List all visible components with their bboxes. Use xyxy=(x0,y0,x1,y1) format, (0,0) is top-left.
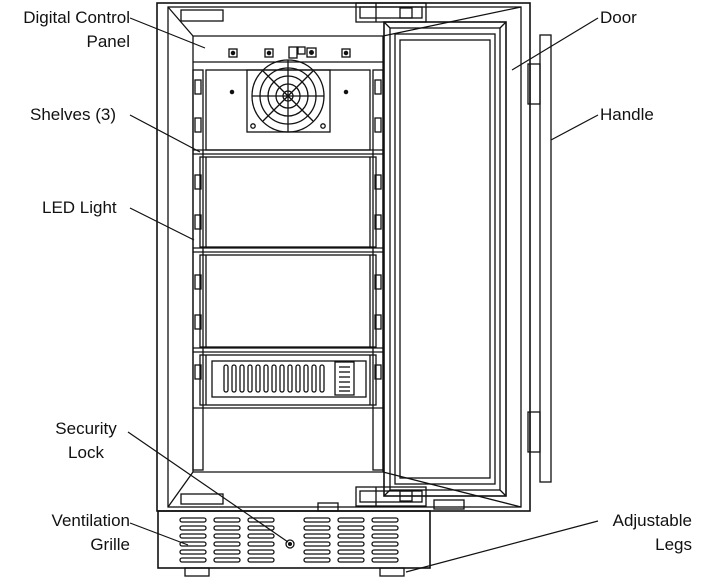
vent-slot xyxy=(271,364,277,393)
leader-security-lock xyxy=(127,431,289,543)
vent-slot xyxy=(239,364,245,393)
grille-slot xyxy=(337,525,365,531)
grille-slot xyxy=(179,541,207,547)
grille-slot xyxy=(213,541,241,547)
shelf-1 xyxy=(193,149,383,248)
label-security-lock-line2: Lock xyxy=(68,443,104,462)
label-ventilation-grille: Ventilation Grille xyxy=(0,509,130,557)
label-adjustable-legs-line1: Adjustable xyxy=(612,511,692,530)
grille-slot xyxy=(337,517,365,523)
vent-slot xyxy=(295,364,301,393)
vent-slot xyxy=(223,364,229,393)
grille-slot xyxy=(247,517,275,523)
grille-slot xyxy=(337,541,365,547)
door xyxy=(383,21,507,497)
grille-slot xyxy=(371,557,399,563)
grille-slot xyxy=(213,533,241,539)
vent-slot xyxy=(303,364,309,393)
grille-slot xyxy=(247,533,275,539)
vent-slot xyxy=(255,364,261,393)
vent-slot xyxy=(287,364,293,393)
grille-slot xyxy=(179,533,207,539)
ventilation-grille xyxy=(157,510,431,569)
vent-slot xyxy=(231,364,237,393)
shelf-3 xyxy=(193,347,383,409)
grille-slot xyxy=(371,541,399,547)
label-digital-control-panel: Digital Control Panel xyxy=(0,6,130,54)
grille-slot xyxy=(247,557,275,563)
label-adjustable-legs-line2: Legs xyxy=(655,535,692,554)
grille-slot xyxy=(303,557,331,563)
grille-slot xyxy=(337,533,365,539)
vent-slot xyxy=(263,364,269,393)
grille-slot xyxy=(303,517,331,523)
leader-lines xyxy=(127,17,599,573)
cabinet-body xyxy=(156,2,531,512)
label-security-lock: Security Lock xyxy=(42,417,130,465)
label-ventilation-grille-line2: Grille xyxy=(90,535,130,554)
grille-slot xyxy=(303,549,331,555)
leader-led-light xyxy=(129,207,195,241)
leader-handle xyxy=(550,114,599,141)
grille-slot xyxy=(179,517,207,523)
grille-slot xyxy=(213,517,241,523)
vent-slot xyxy=(247,364,253,393)
label-door: Door xyxy=(600,8,637,27)
leader-ventilation-grille xyxy=(129,522,189,546)
grille-slot xyxy=(247,525,275,531)
shelf-2 xyxy=(193,247,383,348)
grille-slot xyxy=(213,525,241,531)
label-shelves: Shelves (3) xyxy=(30,105,116,124)
vent-slot xyxy=(279,364,285,393)
grille-slot xyxy=(371,533,399,539)
top-hinge xyxy=(355,2,427,23)
leader-digital-control-panel xyxy=(129,17,206,49)
grille-slot xyxy=(337,557,365,563)
grille-slot xyxy=(371,525,399,531)
grille-slot xyxy=(179,557,207,563)
label-digital-control-panel-line1: Digital Control xyxy=(23,8,130,27)
label-ventilation-grille-line1: Ventilation xyxy=(51,511,130,530)
grille-slot xyxy=(303,533,331,539)
vent-slot xyxy=(311,364,317,393)
bottom-vent-panel xyxy=(211,360,367,398)
grille-slot xyxy=(337,549,365,555)
leader-door xyxy=(511,17,599,71)
grille-slot xyxy=(303,525,331,531)
grille-slot xyxy=(247,541,275,547)
grille-slot xyxy=(371,517,399,523)
grille-slot xyxy=(179,549,207,555)
label-handle: Handle xyxy=(600,105,654,124)
grille-slot xyxy=(303,541,331,547)
handle xyxy=(527,34,552,483)
label-led-light: LED Light xyxy=(42,198,117,217)
leader-shelves xyxy=(129,114,201,153)
adjustable-legs xyxy=(184,567,405,577)
fan-unit xyxy=(205,59,371,151)
side-rails xyxy=(192,69,384,471)
label-digital-control-panel-line2: Panel xyxy=(86,32,130,51)
grille-slot xyxy=(179,525,207,531)
grille-slot xyxy=(371,549,399,555)
grille-slot xyxy=(247,549,275,555)
label-adjustable-legs: Adjustable Legs xyxy=(560,509,692,557)
grille-slot xyxy=(213,557,241,563)
vent-slot xyxy=(319,364,325,393)
label-security-lock-line1: Security xyxy=(55,419,117,438)
grille-slot xyxy=(213,549,241,555)
leader-adjustable-legs xyxy=(405,520,599,573)
